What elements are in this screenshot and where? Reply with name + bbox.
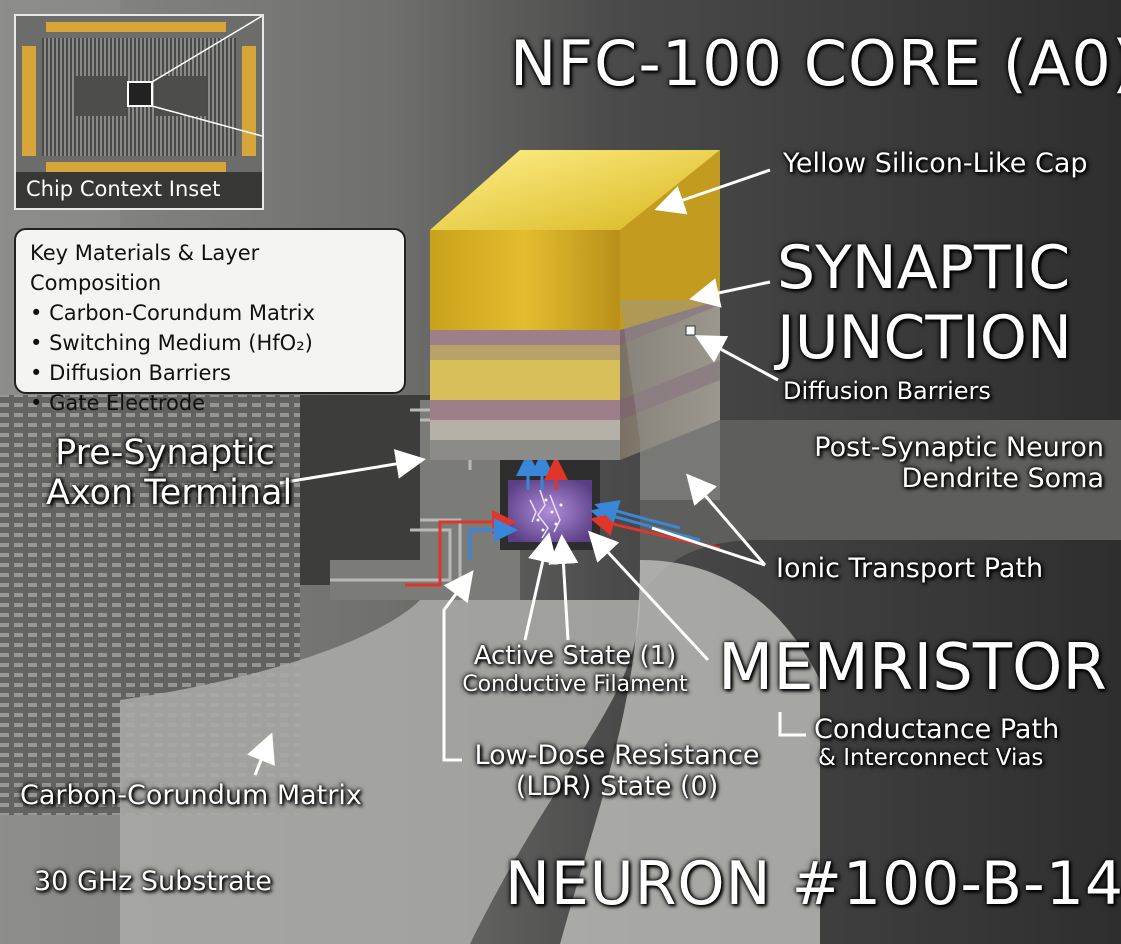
- active-state-label: Active State (1) Conductive Filament: [458, 641, 692, 697]
- cap-top: [430, 150, 720, 230]
- synaptic-junction-title: SYNAPTIC JUNCTION: [777, 233, 1072, 373]
- low-dose-line2: (LDR) State (0): [515, 771, 719, 803]
- pre-synaptic-line2: Axon Terminal: [46, 473, 293, 514]
- key-materials-title: Key Materials & Layer Composition: [30, 241, 260, 295]
- neuron-title: NEURON #100-B-14: [505, 849, 1121, 919]
- post-synaptic-line1: Post-Synaptic Neuron: [814, 432, 1104, 463]
- post-synaptic-line2: Dendrite Soma: [901, 463, 1104, 495]
- low-dose-line1: Low-Dose Resistance: [474, 740, 760, 771]
- leader-lines: [247, 168, 806, 776]
- memristor-cell: [508, 480, 592, 542]
- core-title: NFC-100 CORE (A0): [510, 27, 1121, 100]
- synaptic-line: SYNAPTIC: [777, 233, 1071, 303]
- dendrite-region: [640, 420, 1121, 600]
- key-materials-item: Switching Medium (HfO₂): [30, 328, 390, 358]
- inset-caption: Chip Context Inset: [26, 177, 221, 201]
- post-synaptic-label: Post-Synaptic Neuron Dendrite Soma: [808, 432, 1104, 494]
- memristor-title: MEMRISTOR: [718, 631, 1107, 705]
- diffusion-barriers-label: Diffusion Barriers: [783, 377, 991, 405]
- key-materials-item: Diffusion Barriers: [30, 358, 390, 388]
- substrate-region: [120, 600, 640, 944]
- inset-caption-bar: Chip Context Inset: [16, 172, 262, 208]
- active-state-line2: Conductive Filament: [462, 671, 688, 697]
- junction-line: JUNCTION: [777, 303, 1072, 373]
- chip-context-inset: Chip Context Inset: [14, 14, 264, 210]
- pre-synaptic-label: Pre-Synaptic Axon Terminal: [46, 433, 293, 514]
- conductance-line2: & Interconnect Vias: [818, 745, 1044, 772]
- key-materials-panel: Key Materials & Layer Composition Carbon…: [14, 228, 406, 415]
- key-materials-item: Carbon-Corundum Matrix: [30, 298, 390, 328]
- substrate-label: 30 GHz Substrate: [34, 866, 272, 897]
- active-state-line1: Active State (1): [473, 641, 677, 671]
- ionic-transport-label: Ionic Transport Path: [776, 553, 1044, 584]
- cap-label: Yellow Silicon-Like Cap: [783, 148, 1088, 179]
- key-materials-item: Gate Electrode: [30, 388, 390, 418]
- cap-front: [430, 230, 620, 330]
- low-dose-label: Low-Dose Resistance (LDR) State (0): [472, 740, 762, 802]
- pre-synaptic-line1: Pre-Synaptic: [55, 433, 275, 473]
- conductive-filament: [529, 489, 561, 539]
- carbon-matrix-label: Carbon-Corundum Matrix: [20, 780, 362, 811]
- conductance-label: Conductance Path & Interconnect Vias: [814, 714, 1059, 771]
- conductance-line1: Conductance Path: [814, 714, 1060, 745]
